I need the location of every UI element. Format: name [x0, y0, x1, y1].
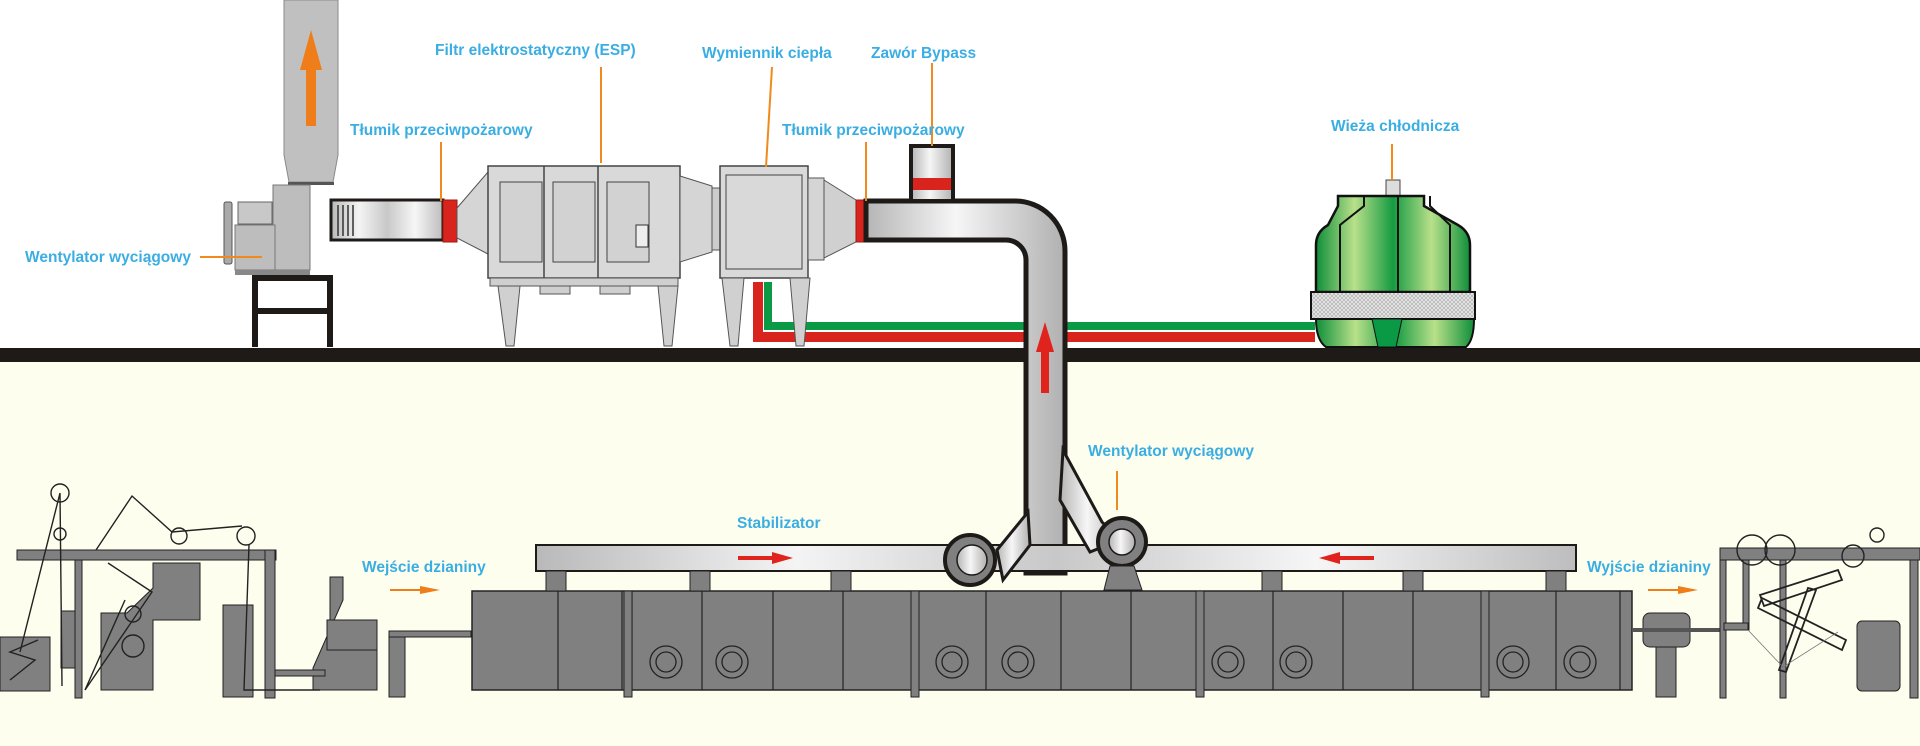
label-fabric-output: Wyjście dzianiny	[1587, 559, 1711, 576]
oven-circulation-fan-icon	[1569, 651, 1591, 673]
duct-support	[830, 570, 852, 592]
oven-circulation-fan-icon	[1285, 651, 1307, 673]
oven-circulation-fan-icon	[1211, 645, 1245, 679]
oven-circulation-fan-icon	[649, 645, 683, 679]
cold-water-pipe	[764, 282, 1315, 330]
exhaust-up-arrow-icon	[300, 30, 322, 126]
fabric-input-machinery	[0, 483, 472, 699]
oven-circulation-fan-icon	[655, 651, 677, 673]
oven-post	[910, 590, 920, 698]
oven-circulation-fan-icon	[1563, 645, 1597, 679]
oven-post	[623, 590, 633, 698]
duct-support	[545, 570, 567, 592]
oven-circulation-fan-icon	[1279, 645, 1313, 679]
fire-damper-1	[442, 199, 458, 243]
stenter-top-duct	[535, 544, 1577, 572]
label-heat-exchanger: Wymiennik ciepła	[702, 45, 832, 62]
oven-circulation-fan-icon	[1001, 645, 1035, 679]
oven-circulation-fan-icon	[1496, 645, 1530, 679]
roof-slab	[0, 348, 1920, 362]
fabric-input-arrow-icon	[390, 586, 440, 594]
stenter-flow-right-arrow-icon	[738, 552, 793, 564]
fabric-output-arrow-icon	[1648, 586, 1698, 594]
label-fabric-input: Wejście dzianiny	[362, 559, 486, 576]
cooling-water-pipes	[753, 282, 1315, 342]
bypass-valve	[909, 144, 955, 203]
label-exhaust-fan-top: Wentylator wyciągowy	[25, 249, 191, 266]
leader-heat-exchanger	[765, 66, 773, 168]
oven-circulation-fan-icon	[1217, 651, 1239, 673]
label-bypass-valve: Zawór Bypass	[871, 45, 977, 62]
oven-post	[1480, 590, 1490, 698]
label-exhaust-fan-bottom: Wentylator wyciągowy	[1088, 443, 1254, 460]
oven-circulation-fan-icon	[1502, 651, 1524, 673]
duct-segment-1	[329, 198, 445, 242]
cooling-tower	[1310, 179, 1476, 348]
oven-circulation-fan-icon	[935, 645, 969, 679]
fabric-output-machinery	[1632, 527, 1920, 699]
exhaust-fan-bottom-left	[943, 508, 1032, 587]
stenter-oven	[471, 544, 1633, 698]
duct-support	[1545, 570, 1567, 592]
heat-exchanger	[711, 165, 857, 347]
label-esp-filter: Filtr elektrostatyczny (ESP)	[435, 42, 636, 59]
duct-flow-up-arrow-icon	[1036, 322, 1054, 393]
duct-support	[689, 570, 711, 592]
hot-water-pipe	[753, 282, 1315, 342]
stenter-flow-left-arrow-icon	[1319, 552, 1374, 564]
oven-circulation-fan-icon	[721, 651, 743, 673]
oven-circulation-fan-icon	[1007, 651, 1029, 673]
oven-post	[1195, 590, 1205, 698]
exhaust-fan-bottom-right	[1058, 444, 1148, 591]
leader-lines	[200, 63, 1393, 510]
duct-support	[1261, 570, 1283, 592]
oven-circulation-fan-icon	[715, 645, 749, 679]
exhaust-fan-top	[223, 184, 333, 347]
cooling-tower-fan-motor	[1385, 179, 1401, 197]
label-stenter: Stabilizator	[737, 515, 821, 532]
exhaust-stack	[283, 0, 339, 185]
oven-circulation-fan-icon	[941, 651, 963, 673]
main-exhaust-duct	[863, 198, 1068, 576]
label-fire-damper-1: Tłumik przeciwpożarowy	[350, 122, 533, 139]
duct-support	[1402, 570, 1424, 592]
label-cooling-tower: Wieża chłodnicza	[1331, 118, 1460, 135]
label-fire-damper-2: Tłumik przeciwpożarowy	[782, 122, 965, 139]
esp-filter	[456, 165, 713, 347]
